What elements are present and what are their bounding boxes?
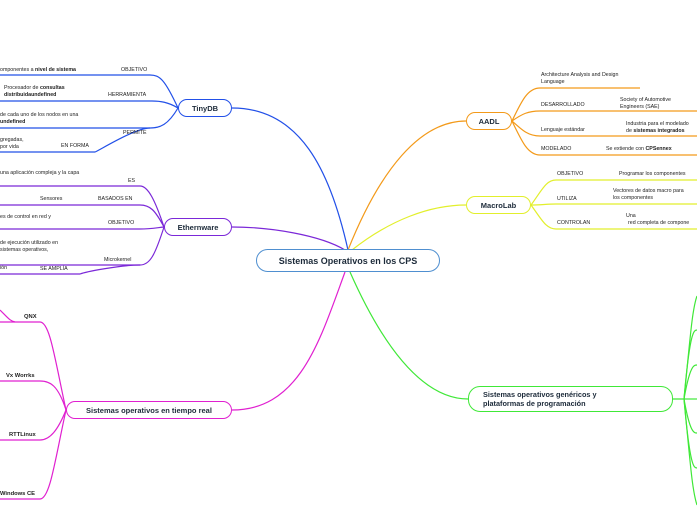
connector-tinydb [231,107,349,251]
tinydb-enforma-label: EN FORMA [61,143,89,149]
aadl-lenguaje-line [511,120,697,137]
connector-genericos [349,271,469,400]
aadl-lenguaje-text: Industria para el modelado [626,121,689,127]
tinydb-enforma-line [0,127,151,153]
rtos-vx-line [0,380,67,411]
rtos-item-windowsce[interactable]: Windows CE [0,491,36,497]
eth-basados-text: Sensores [40,196,63,202]
aadl-desarrollado-text: Society of Automotive [620,97,671,103]
eth-objetivo-text: es de control en red y [0,214,51,220]
eth-seamplia-label: SE AMPLÍA [40,266,68,272]
macro-controlan-text2: red completa de compone [628,220,690,226]
aadl-item1-text: Architecture Analysis and Design Languag… [541,72,619,85]
macro-utiliza-text2: los componentes [613,195,654,201]
connector-rtos [231,271,346,411]
rtos-qnx-fork [0,309,16,323]
rtos-title: Sistemas operativos en tiempo real [86,405,212,415]
tinydb-enforma-text2: por vida [0,144,19,150]
macro-utiliza-line [530,203,697,206]
macro-utiliza-text: Vectores de datos macro para [613,188,684,194]
topic-macrolab[interactable]: MacroLab [466,196,531,214]
tinydb-objetivo-label: OBJETIVO [121,67,148,73]
topic-rtos[interactable]: Sistemas operativos en tiempo real [66,401,232,419]
eth-es-label: ES [128,178,136,184]
aadl-lenguaje-label: Lenguaje estándar [541,127,585,133]
ethernware-title: Ethernware [177,222,219,232]
eth-objetivo-label: OBJETIVO [108,220,135,226]
eth-es-line [0,185,165,228]
connector-aadl [347,120,467,251]
eth-seamplia-line [0,264,141,275]
tinydb-permite-text2: undefined [0,119,26,125]
macro-objetivo-label: OBJETIVO [557,171,584,177]
eth-microkernel-text: de ejecución utilizado en [0,240,59,246]
tinydb-enforma-text: gregadas, [0,137,24,143]
tinydb-objetivo-line [0,74,179,109]
tinydb-herramienta-text: Procesador de consultas [4,85,65,91]
aadl-modelado-label: MODELADO [541,146,572,152]
aadl-lenguaje-text2: de sistemas integrados [626,128,685,134]
tinydb-permite-text: de cada uno de los nodos en una [0,112,79,118]
topic-ethernware[interactable]: Ethernware [164,218,232,236]
gen-branch-b [683,364,697,400]
gen-vertical [673,295,697,506]
gen-branch-a [683,329,697,400]
tinydb-herramienta-text2: distribuidaundefined [4,92,57,98]
aadl-modelado-line [511,120,697,156]
tinydb-objetivo-text: omponentes a nivel de sistema [0,67,76,73]
macrolab-title: MacroLab [480,200,517,210]
connector-macrolab [351,204,467,251]
rtos-item-vxworks[interactable]: Vx Worrks [6,373,35,379]
eth-basados-line [0,204,165,228]
eth-basados-label: BASADOS EN [98,196,133,202]
rtos-qnx-line [0,321,67,411]
rtos-item-qnx[interactable]: QNX [24,314,37,320]
topic-aadl[interactable]: AADL [466,112,512,130]
eth-seamplia-text: ión [0,265,8,271]
tinydb-permite-label: PERMITE [123,130,147,136]
tinydb-herramienta-line [0,100,179,109]
aadl-desarrollado-line [511,110,697,122]
gen-branch-d [683,398,697,434]
central-topic[interactable]: Sistemas Operativos en los CPS [256,249,440,272]
central-topic-label: Sistemas Operativos en los CPS [278,255,418,266]
gen-branch-e [683,398,697,469]
aadl-desarrollado-label: DESARROLLADO [541,102,585,108]
aadl-item1-line [511,87,640,122]
macro-controlan-text: Una [626,213,636,219]
rtos-rtt-line [0,409,67,441]
eth-es-text: una aplicación compleja y la capa [0,170,80,176]
macro-controlan-line [530,204,697,230]
topic-tinydb[interactable]: TinyDB [178,99,232,117]
eth-microkernel-text2: sistemas operativos, [0,247,49,253]
rtos-item-rttlinux[interactable]: RTTLinux [9,432,36,438]
macro-objetivo-line [530,179,697,206]
eth-microkernel-line [0,226,165,266]
eth-objetivo-line [0,226,165,230]
macro-utiliza-label: UTILIZA [557,196,577,202]
aadl-desarrollado-text2: Engineers (SAE) [620,104,660,110]
aadl-modelado-text: Se extiende con CPSennex [606,146,672,152]
connector-ethernware [231,226,346,251]
macro-controlan-label: CONTROLAN [557,220,591,226]
rtos-wince-line [0,409,67,500]
eth-microkernel-label: Microkernel [104,257,132,263]
macro-objetivo-text: Programar los componentes [619,171,686,177]
tinydb-title: TinyDB [191,103,219,113]
tinydb-herramienta-label: HERRAMIENTA [108,92,147,98]
aadl-title: AADL [478,116,500,126]
